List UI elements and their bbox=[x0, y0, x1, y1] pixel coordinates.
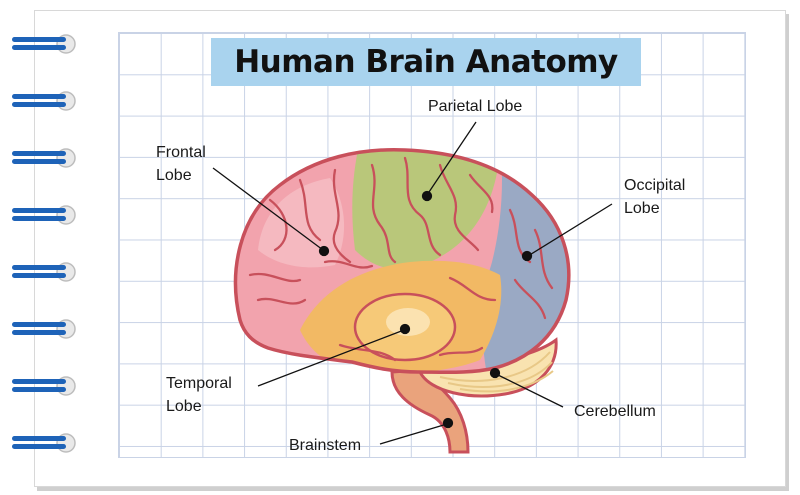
label-brainstem: Brainstem bbox=[289, 437, 362, 454]
binding-ring-icon bbox=[12, 34, 76, 54]
label-frontal-lobe-line2: Lobe bbox=[156, 167, 192, 184]
leader-lines bbox=[212, 121, 613, 445]
binding-ring-icon bbox=[12, 433, 76, 453]
title-banner: Human Brain Anatomy bbox=[211, 38, 641, 86]
parietal-lobe-marker bbox=[421, 190, 433, 202]
binding-ring-icon bbox=[12, 319, 76, 339]
label-temporal-lobe-line1: Temporal bbox=[166, 375, 232, 392]
temporal-lobe-marker bbox=[399, 323, 411, 335]
label-parietal-lobe: Parietal Lobe bbox=[428, 98, 523, 115]
page-title: Human Brain Anatomy bbox=[234, 44, 618, 80]
cerebellum-marker bbox=[489, 367, 501, 379]
binding-ring-icon bbox=[12, 148, 76, 168]
label-cerebellum: Cerebellum bbox=[574, 403, 656, 420]
binding-ring-icon bbox=[12, 205, 76, 225]
label-occipital-lobe-line1: Occipital bbox=[624, 177, 686, 194]
label-occipital-lobe-line2: Lobe bbox=[624, 200, 660, 217]
label-temporal-lobe-line2: Lobe bbox=[166, 398, 202, 415]
brainstem-marker bbox=[442, 417, 454, 429]
binding-ring-icon bbox=[12, 262, 76, 282]
label-frontal-lobe-line1: Frontal bbox=[156, 144, 206, 161]
binding-ring-icon bbox=[12, 91, 76, 111]
binding-ring-icon bbox=[12, 376, 76, 396]
occipital-lobe-marker bbox=[521, 250, 533, 262]
frontal-lobe-marker bbox=[318, 245, 330, 257]
